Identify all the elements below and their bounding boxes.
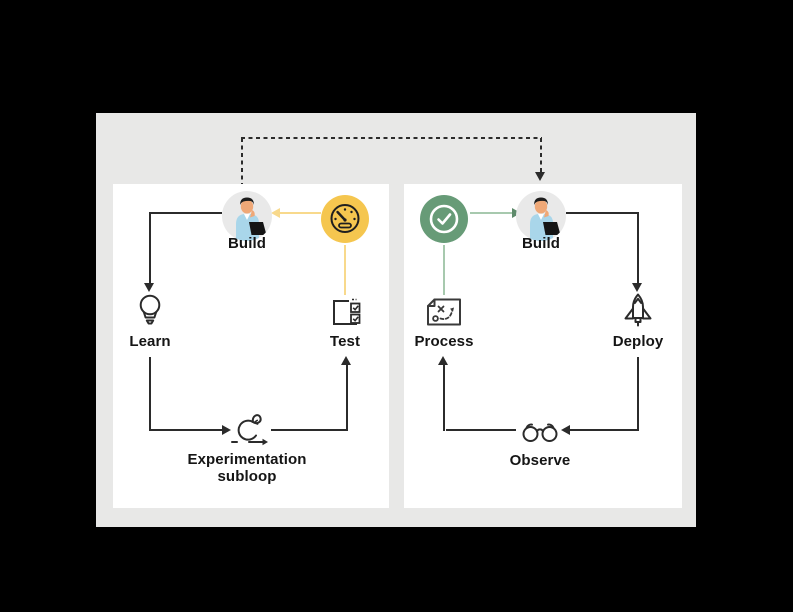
test-label: Test — [329, 333, 361, 350]
deploy-label: Deploy — [612, 333, 664, 350]
connector-learn-to-subloop-v — [149, 357, 151, 431]
binoculars-icon — [522, 423, 558, 442]
connector-learn-to-subloop-h — [149, 429, 222, 431]
connector-observe-to-process-v — [443, 365, 445, 431]
observe-label: Observe — [509, 452, 571, 469]
developer-avatar-icon — [516, 191, 566, 241]
process-label: Process — [414, 333, 474, 350]
connector-check-to-build — [470, 212, 512, 214]
arrowhead-to-observe — [561, 424, 570, 435]
arrowhead-to-process — [438, 356, 448, 365]
connector-deploy-to-observe-v — [637, 357, 639, 431]
dashed-connector-right-vertical — [540, 138, 542, 172]
build-label-right: Build — [522, 235, 560, 252]
lightbulb-icon — [139, 294, 161, 325]
checklist-icon — [333, 298, 361, 325]
check-circle-icon — [420, 195, 468, 243]
dashed-connector-horizontal — [241, 137, 542, 139]
connector-gauge-to-build — [280, 212, 321, 214]
developer-avatar-icon — [222, 191, 272, 241]
dashed-connector-left-vertical — [241, 138, 243, 184]
iteration-loop-icon — [231, 414, 268, 446]
arrowhead-to-build-left — [271, 207, 280, 218]
dashed-connector-arrowhead — [535, 172, 545, 181]
connector-build-to-deploy-h — [566, 212, 639, 214]
connector-test-to-gauge — [344, 245, 346, 295]
connector-deploy-to-observe-h — [570, 429, 639, 431]
connector-build-to-learn-v — [149, 212, 151, 283]
experimentation-subloop-label: Experimentation subloop — [187, 451, 307, 485]
connector-subloop-to-test-h — [271, 429, 348, 431]
arrowhead-to-test — [341, 356, 351, 365]
connector-build-to-learn-h — [150, 212, 222, 214]
arrowhead-to-learn — [144, 283, 154, 292]
connector-observe-to-process-h — [446, 429, 516, 431]
build-label-left: Build — [228, 235, 266, 252]
rocket-icon — [624, 293, 652, 327]
arrowhead-to-subloop — [222, 424, 231, 435]
arrowhead-to-deploy — [632, 283, 642, 292]
gauge-icon — [321, 195, 369, 243]
connector-subloop-to-test-v — [346, 365, 348, 431]
connector-process-to-check — [443, 245, 445, 295]
strategy-icon — [427, 298, 461, 326]
connector-build-to-deploy-v — [637, 212, 639, 283]
learn-label: Learn — [129, 333, 171, 350]
